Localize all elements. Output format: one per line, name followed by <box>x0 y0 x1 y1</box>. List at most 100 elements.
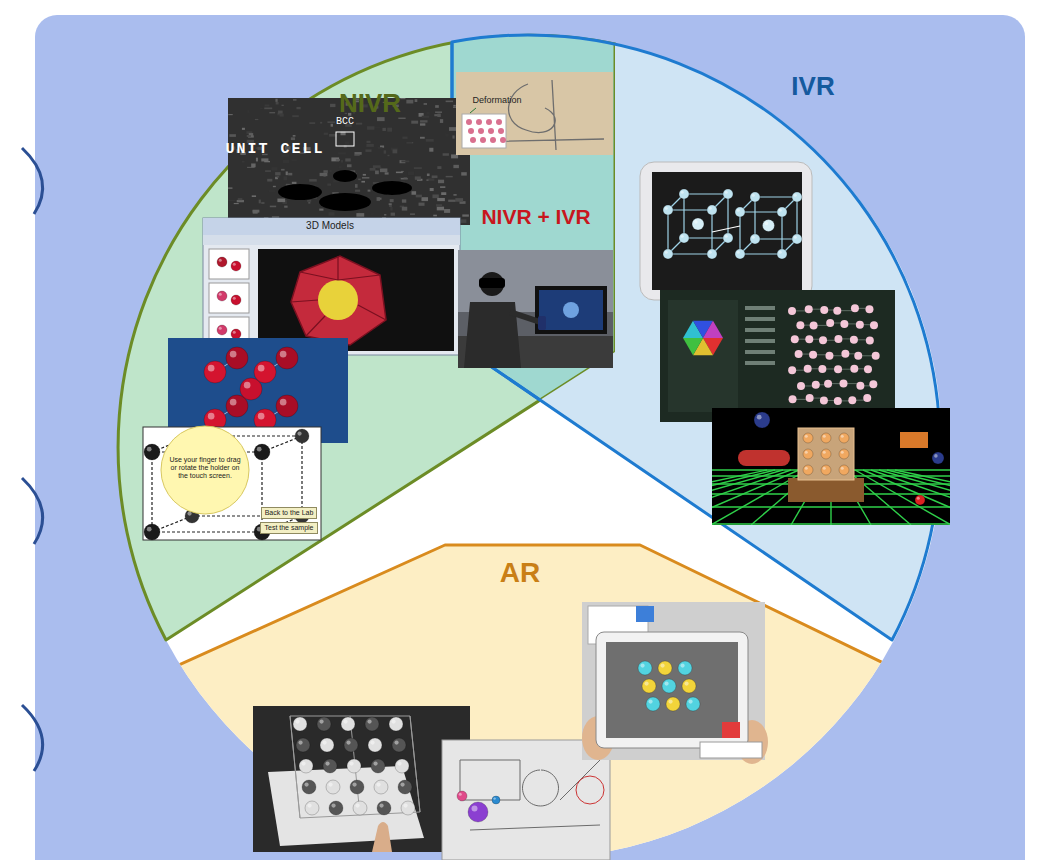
atom-highlight <box>319 719 323 723</box>
screenshot-part <box>462 214 469 216</box>
screenshot-part <box>453 194 456 196</box>
screenshot-part <box>745 317 775 321</box>
screenshot-part <box>366 141 370 143</box>
atom-sphere <box>392 738 406 752</box>
atom-highlight <box>244 382 251 389</box>
screenshot-text: Use your finger to drag or rotate the ho… <box>168 456 242 480</box>
screenshot-part <box>366 144 373 147</box>
atom-sphere <box>226 347 248 369</box>
screenshot-part <box>320 122 322 124</box>
atom-highlight <box>681 191 684 194</box>
screenshot-part <box>415 99 418 102</box>
atom-highlight <box>258 365 265 372</box>
atom-dot <box>788 307 796 315</box>
screenshot-part <box>363 174 366 176</box>
atom-dot <box>848 396 856 404</box>
bond-line <box>796 197 797 239</box>
atom-sphere <box>371 759 385 773</box>
atom-sphere <box>254 361 276 383</box>
atom-sphere <box>341 717 355 731</box>
bond-line <box>895 470 950 525</box>
atom-highlight <box>147 527 152 532</box>
screenshot-part <box>415 176 421 179</box>
screenshot-part <box>385 172 389 174</box>
screenshot-part <box>373 165 381 168</box>
screenshot-part <box>384 150 386 153</box>
atom-sphere <box>915 495 925 505</box>
atom-sphere <box>231 261 241 271</box>
screenshot-part <box>280 114 284 117</box>
atom-highlight <box>370 740 374 744</box>
atom-highlight <box>280 351 287 358</box>
screenshot-part <box>242 161 245 163</box>
atom-dot <box>480 137 486 143</box>
atom-dot <box>819 336 827 344</box>
atom-dot <box>840 320 848 328</box>
screenshot-part <box>446 101 453 103</box>
screenshot-part <box>456 72 613 155</box>
screenshot-part <box>309 122 315 123</box>
screenshot-part <box>900 432 928 448</box>
sector-fill <box>90 545 970 860</box>
bond-line <box>668 253 712 254</box>
screenshot-part <box>429 148 433 152</box>
atom-highlight <box>709 251 712 254</box>
atom-sphere <box>377 801 391 815</box>
screenshot-part <box>446 176 453 177</box>
atom-dot <box>788 366 796 374</box>
person-head <box>480 272 504 296</box>
screenshot-part <box>336 159 340 161</box>
atom-highlight <box>394 740 398 744</box>
color-wheel <box>703 321 723 338</box>
screenshot-part <box>668 300 738 412</box>
screenshot-part <box>393 105 399 107</box>
atom-sphere <box>692 218 704 230</box>
screenshot-part <box>331 124 333 127</box>
screenshot-part <box>307 200 311 201</box>
screenshot-part <box>269 112 275 113</box>
atom-highlight <box>325 761 329 765</box>
screenshot-part <box>319 209 323 211</box>
screenshot-part <box>652 172 802 290</box>
atom-highlight <box>258 413 265 420</box>
screenshot-text: Test the sample <box>260 522 317 534</box>
atom-dot <box>812 381 820 389</box>
atom-highlight <box>304 782 308 786</box>
atom-highlight <box>725 191 728 194</box>
atom-sphere <box>347 759 361 773</box>
atom-highlight <box>472 806 478 812</box>
atom-sphere <box>839 465 849 475</box>
bond-line <box>510 312 540 322</box>
screenshot-part <box>234 203 239 204</box>
screenshot-part <box>284 206 287 208</box>
screenshot-part <box>440 186 445 188</box>
screenshot-part <box>411 121 418 124</box>
screenshot-part <box>238 198 243 200</box>
screenshot-part <box>539 290 603 330</box>
atom-highlight <box>493 797 495 799</box>
bracket-arc <box>22 705 43 771</box>
atom-sphere <box>329 801 343 815</box>
screenshot-part <box>355 190 360 192</box>
atom-sphere <box>679 233 689 243</box>
bond-line <box>871 470 950 525</box>
atom-dot <box>851 304 859 312</box>
screenshot-part <box>296 107 300 109</box>
atom-highlight <box>765 222 769 226</box>
screenshot-part <box>288 173 292 176</box>
atom-highlight <box>680 663 684 667</box>
atom-highlight <box>794 194 797 197</box>
atom-sphere <box>296 738 310 752</box>
atom-highlight <box>257 447 262 452</box>
atom-highlight <box>725 235 728 238</box>
screenshot-part <box>242 128 245 130</box>
atom-highlight <box>403 803 407 807</box>
atom-highlight <box>934 454 938 458</box>
screenshot-part <box>323 175 325 177</box>
screenshot-part <box>228 200 235 201</box>
screenshot-part <box>453 165 459 168</box>
atom-highlight <box>681 235 684 238</box>
atom-highlight <box>367 719 371 723</box>
atom-dot <box>810 321 818 329</box>
